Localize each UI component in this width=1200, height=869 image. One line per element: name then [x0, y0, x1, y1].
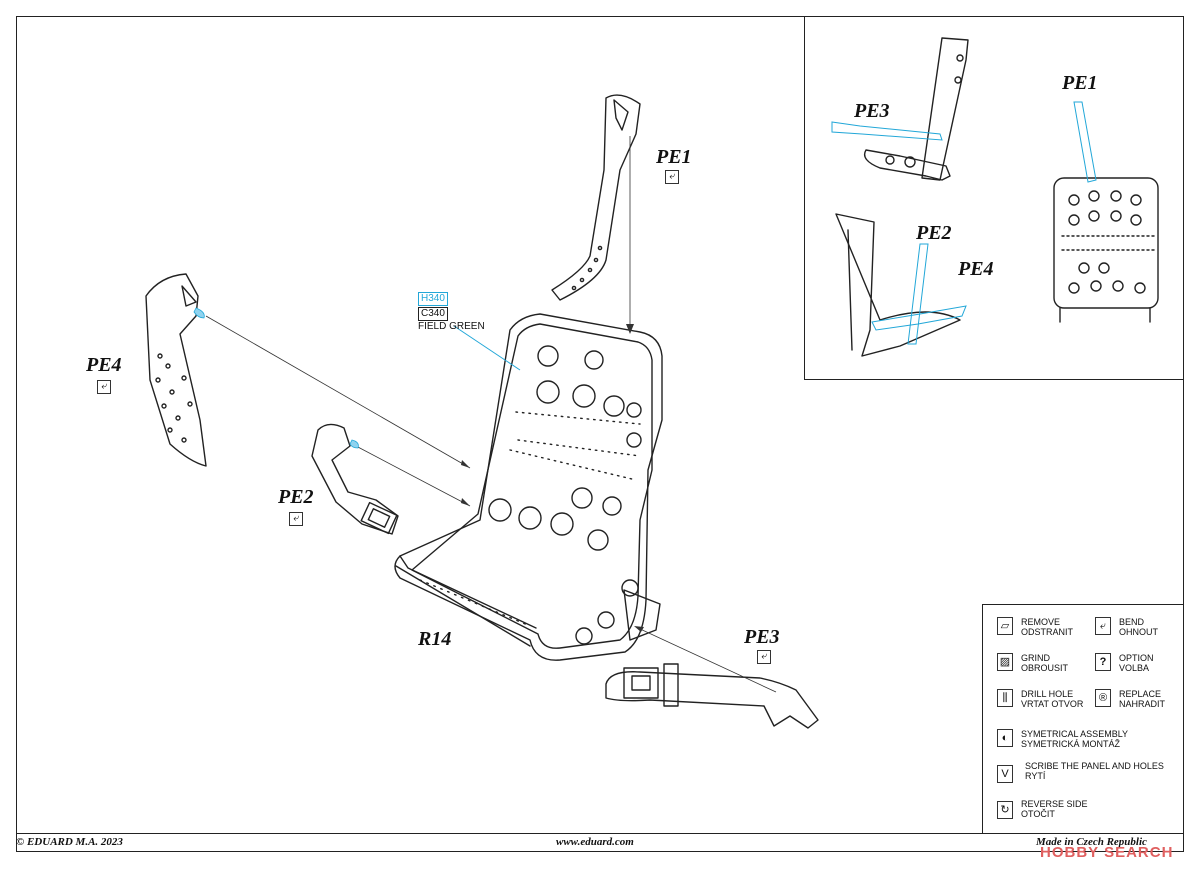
inset-seat-back	[1053, 177, 1159, 323]
inset-label-pe3: PE3	[854, 100, 890, 122]
paint-color-code: C340	[418, 307, 448, 321]
replace-icon: ®	[1095, 689, 1111, 707]
option-icon: ?	[1095, 653, 1111, 671]
arrow-pe3	[637, 627, 777, 693]
bend-icon: ⤶	[1095, 617, 1111, 635]
arrow-pe4	[205, 315, 471, 469]
bend-icon: ⤶	[757, 650, 771, 664]
inset-label-pe1: PE1	[1062, 72, 1098, 94]
seat-r14	[394, 313, 663, 661]
label-r14: R14	[418, 628, 452, 650]
pe2-strap	[311, 423, 399, 535]
bend-icon: ⤶	[289, 512, 303, 526]
paint-callout: H340 C340 FIELD GREEN	[418, 292, 485, 333]
label-pe2: PE2	[278, 486, 314, 508]
paint-color-name: FIELD GREEN	[418, 321, 485, 332]
label-pe3: PE3	[744, 626, 780, 648]
inset-seat-side-a	[863, 37, 969, 181]
label-pe1: PE1	[656, 146, 692, 168]
drawing-frame	[16, 16, 1184, 852]
inset-pe3-blue	[831, 121, 943, 141]
inset-pe4-blue	[871, 305, 967, 331]
remove-icon: ▱	[997, 617, 1013, 635]
drill-icon: ⫼	[997, 689, 1013, 707]
paint-leader	[453, 325, 521, 371]
inset-pe1-blue	[1073, 101, 1097, 183]
scribe-icon: V	[997, 765, 1013, 783]
footer-website: www.eduard.com	[556, 836, 634, 848]
inset-label-pe4: PE4	[958, 258, 994, 280]
bend-icon: ⤶	[97, 380, 111, 394]
inset-label-pe2: PE2	[916, 222, 952, 244]
arrow-pe2	[355, 445, 471, 507]
label-pe4: PE4	[86, 354, 122, 376]
grind-icon: ▨	[997, 653, 1013, 671]
footer-rule	[16, 833, 1184, 834]
bend-icon: ⤶	[665, 170, 679, 184]
pe1-strap	[551, 94, 641, 301]
inset-seat-side-b	[835, 213, 961, 357]
footer-origin: Made in Czech Republic	[1036, 836, 1147, 848]
watermark-logo: HOBBY SEARCH	[1040, 844, 1174, 861]
pe4-strap	[145, 273, 207, 467]
pe3-strap	[605, 663, 819, 729]
inset-pe2-blue	[907, 243, 929, 345]
paint-humbrol-code: H340	[418, 292, 448, 306]
reverse-icon: ↻	[997, 801, 1013, 819]
symmetrical-icon: ◐	[997, 729, 1013, 747]
inset-panel	[804, 16, 1184, 380]
footer-copyright: © EDUARD M.A. 2023	[16, 836, 123, 848]
